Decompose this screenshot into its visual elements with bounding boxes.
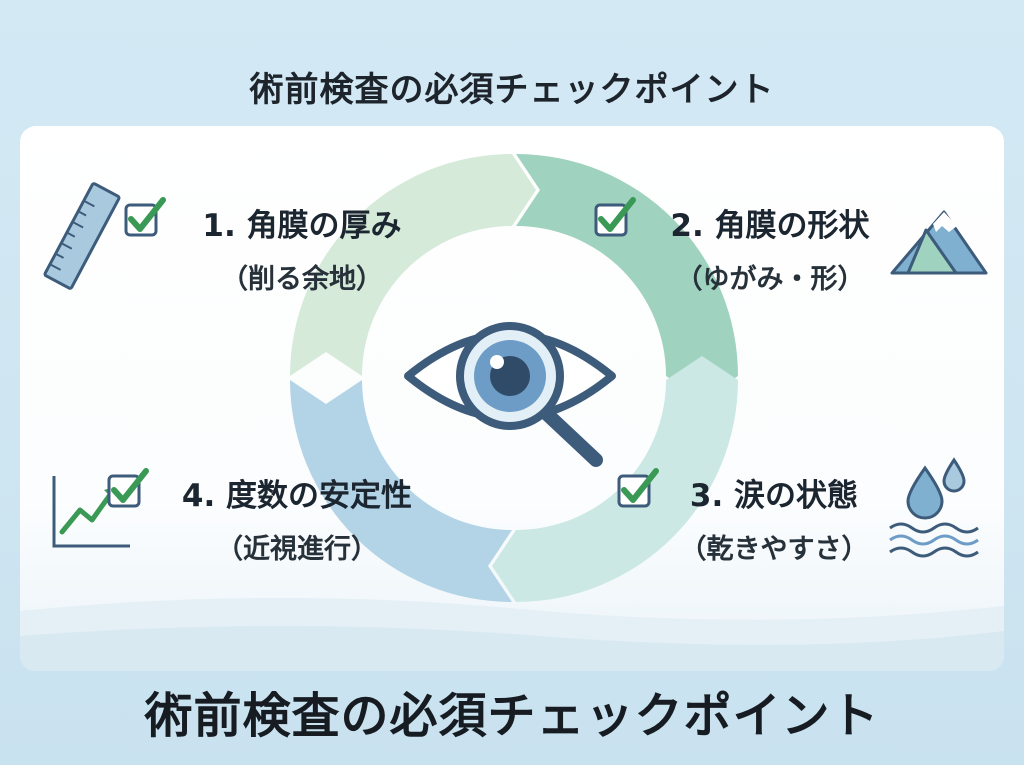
checkpoint-3-subtitle: （乾きやすさ） bbox=[679, 534, 869, 565]
checkpoint-4: 4. 度数の安定性 （近視進行） bbox=[152, 470, 442, 566]
mountain-icon bbox=[890, 210, 988, 275]
page-title: 術前検査の必須チェックポイント bbox=[249, 70, 775, 110]
footer-title: 術前検査の必須チェックポイント bbox=[144, 688, 880, 744]
ring-segment-bottom-right bbox=[492, 356, 738, 602]
card-wave-decoration bbox=[20, 597, 1004, 671]
checkbox-icon-3 bbox=[617, 468, 659, 508]
checkpoint-2: 2. 角膜の形状 （ゆがみ・形） bbox=[640, 200, 900, 296]
cycle-ring bbox=[290, 154, 738, 602]
eye-magnifier-icon bbox=[404, 322, 616, 467]
ring-segment-bottom-left bbox=[290, 380, 512, 602]
checkpoint-2-title: 2. 角膜の形状 bbox=[670, 208, 870, 244]
checkpoint-1-title: 1. 角膜の厚み bbox=[202, 208, 402, 244]
ruler-icon bbox=[43, 182, 121, 290]
ring-segment-top-right bbox=[516, 154, 738, 400]
checkpoint-2-subtitle: （ゆがみ・形） bbox=[675, 264, 865, 295]
checkpoint-3-title: 3. 涙の状態 bbox=[689, 478, 859, 514]
checkpoint-4-title: 4. 度数の安定性 bbox=[181, 478, 413, 514]
checkpoint-1: 1. 角膜の厚み （削る余地） bbox=[172, 200, 432, 296]
water-drops-icon bbox=[889, 457, 979, 558]
checkbox-icon-2 bbox=[594, 197, 636, 237]
checkbox-icon-1 bbox=[124, 197, 166, 237]
ring-segment-top-left bbox=[290, 154, 536, 376]
checkpoint-3: 3. 涙の状態 （乾きやすさ） bbox=[664, 470, 884, 566]
checkpoint-4-subtitle: （近視進行） bbox=[216, 534, 378, 565]
checkbox-icon-4 bbox=[107, 468, 149, 508]
checkpoint-1-subtitle: （削る余地） bbox=[221, 264, 383, 295]
